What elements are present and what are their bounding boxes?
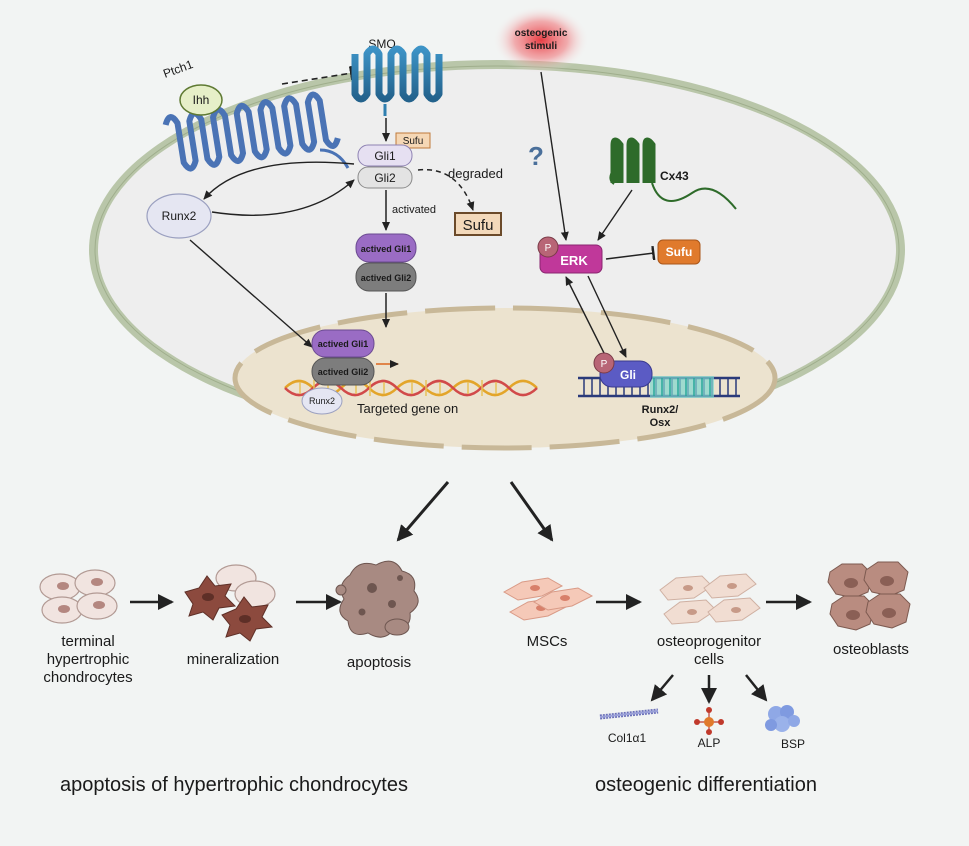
down-arrow-right	[509, 481, 554, 542]
stimuli-to-erk-arrow	[540, 71, 569, 241]
runx2-osx-label-2: Osx	[650, 417, 672, 429]
erk-phospho	[537, 236, 559, 258]
terminal-label-1: terminal	[61, 633, 114, 650]
caption-left: apoptosis of hypertrophic chondrocytes	[60, 774, 408, 796]
gli-complex: Sufu Gli1 Gli2	[357, 132, 431, 189]
apoptosis-label: apoptosis	[347, 654, 411, 671]
erk-node: ERK P	[537, 236, 603, 274]
osteoblasts-label: osteoblasts	[833, 641, 909, 658]
alp-label: ALP	[698, 736, 721, 750]
osteoprogenitor-cells	[659, 573, 761, 625]
col1a1-marker	[599, 708, 659, 720]
runx2-label: Runx2	[162, 209, 197, 223]
runx2-nuclear-label: Runx2	[309, 396, 335, 406]
osteoprogenitor-label-2: cells	[694, 651, 724, 668]
sufu-inhibited-label: Sufu	[666, 245, 693, 259]
terminal-label-2: hypertrophic	[47, 651, 130, 668]
nuclear-envelope	[232, 305, 778, 451]
targeted-gene-label: Targeted gene on	[357, 401, 458, 416]
mscs-label: MSCs	[527, 633, 568, 650]
runx2-node: Runx2	[146, 193, 212, 239]
mscs-cells	[502, 577, 594, 621]
osteoblasts-cells	[827, 561, 911, 631]
arrow-to-col1a1	[650, 674, 674, 702]
bsp-marker	[765, 705, 800, 732]
nuclear-gli2-label: actived Gli2	[318, 367, 369, 377]
cx43-channel: Cx43	[609, 137, 737, 210]
cx43-to-erk-arrow	[597, 189, 633, 241]
sufu-bound-label: Sufu	[403, 136, 424, 147]
gli1-label: Gli1	[374, 149, 396, 163]
stimuli-label-2: stimuli	[525, 41, 557, 52]
alp-marker	[694, 707, 724, 735]
caption-right: osteogenic differentiation	[595, 774, 817, 796]
bsp-label: BSP	[781, 737, 805, 751]
unknown-mechanism-mark: ?	[528, 141, 544, 171]
arrow-to-bsp	[745, 674, 768, 702]
nuclear-gli1-label: actived Gli1	[318, 339, 369, 349]
erk-inhibits-sufu	[605, 245, 656, 261]
ihh-ligand: Ihh	[179, 84, 223, 116]
runx2-osx-label-1: Runx2/	[642, 404, 679, 416]
ptch1-inhibits-smo	[281, 66, 354, 85]
smo-receptor: SMO	[351, 37, 443, 116]
down-arrow-left	[396, 481, 450, 542]
sufu-bound	[395, 132, 431, 149]
runx2-to-nucleus-arrow	[189, 239, 313, 348]
dna-right	[578, 376, 740, 398]
apoptosis-cells	[335, 560, 419, 638]
gli-to-erk-arrow	[565, 276, 607, 358]
col1a1-label: Col1α1	[608, 731, 647, 745]
ptch1-label: Ptch1	[161, 57, 195, 81]
gli-p-label: P	[601, 359, 608, 370]
gli2-label: Gli2	[374, 171, 396, 185]
mineralization-label: mineralization	[187, 651, 280, 668]
erk-label: ERK	[560, 253, 588, 268]
gli-to-runx2-arrow	[203, 161, 355, 200]
ihh-label: Ihh	[193, 93, 210, 107]
erk-p-label: P	[545, 243, 552, 254]
gli-node-right: Gli P	[593, 352, 653, 388]
runx2-nuclear: Runx2	[301, 387, 343, 415]
sufu-inhibited: Sufu	[657, 239, 701, 265]
stimuli-label-1: osteogenic	[515, 28, 568, 39]
gli2-node	[357, 166, 413, 189]
actived-gli1-label: actived Gli1	[361, 244, 412, 254]
terminal-hypertrophic-chondrocytes	[39, 569, 118, 624]
actived-gli2-label: actived Gli2	[361, 273, 412, 283]
erk-to-gli-arrow	[587, 275, 627, 358]
actived-gli-nucleus: actived Gli1 actived Gli2	[311, 329, 375, 386]
degraded-arrow	[417, 168, 475, 211]
activated-label: activated	[392, 204, 436, 216]
runx2-to-gli-arrow	[211, 179, 355, 216]
cx43-label: Cx43	[660, 169, 689, 183]
gli-right-label: Gli	[620, 368, 636, 382]
sufu-degraded: Sufu	[454, 212, 502, 236]
sufu-degraded-label: Sufu	[463, 217, 494, 234]
gli1-node	[357, 144, 413, 167]
gli-phospho	[593, 352, 615, 374]
actived-gli-cytoplasm: actived Gli1 actived Gli2	[355, 233, 417, 292]
mineralization-cells	[184, 564, 276, 642]
osteogenic-stimuli: osteogenic stimuli	[493, 6, 589, 74]
terminal-label-3: chondrocytes	[43, 669, 132, 686]
osteoprogenitor-label-1: osteoprogenitor	[657, 633, 761, 650]
degraded-label: degraded	[448, 166, 503, 181]
